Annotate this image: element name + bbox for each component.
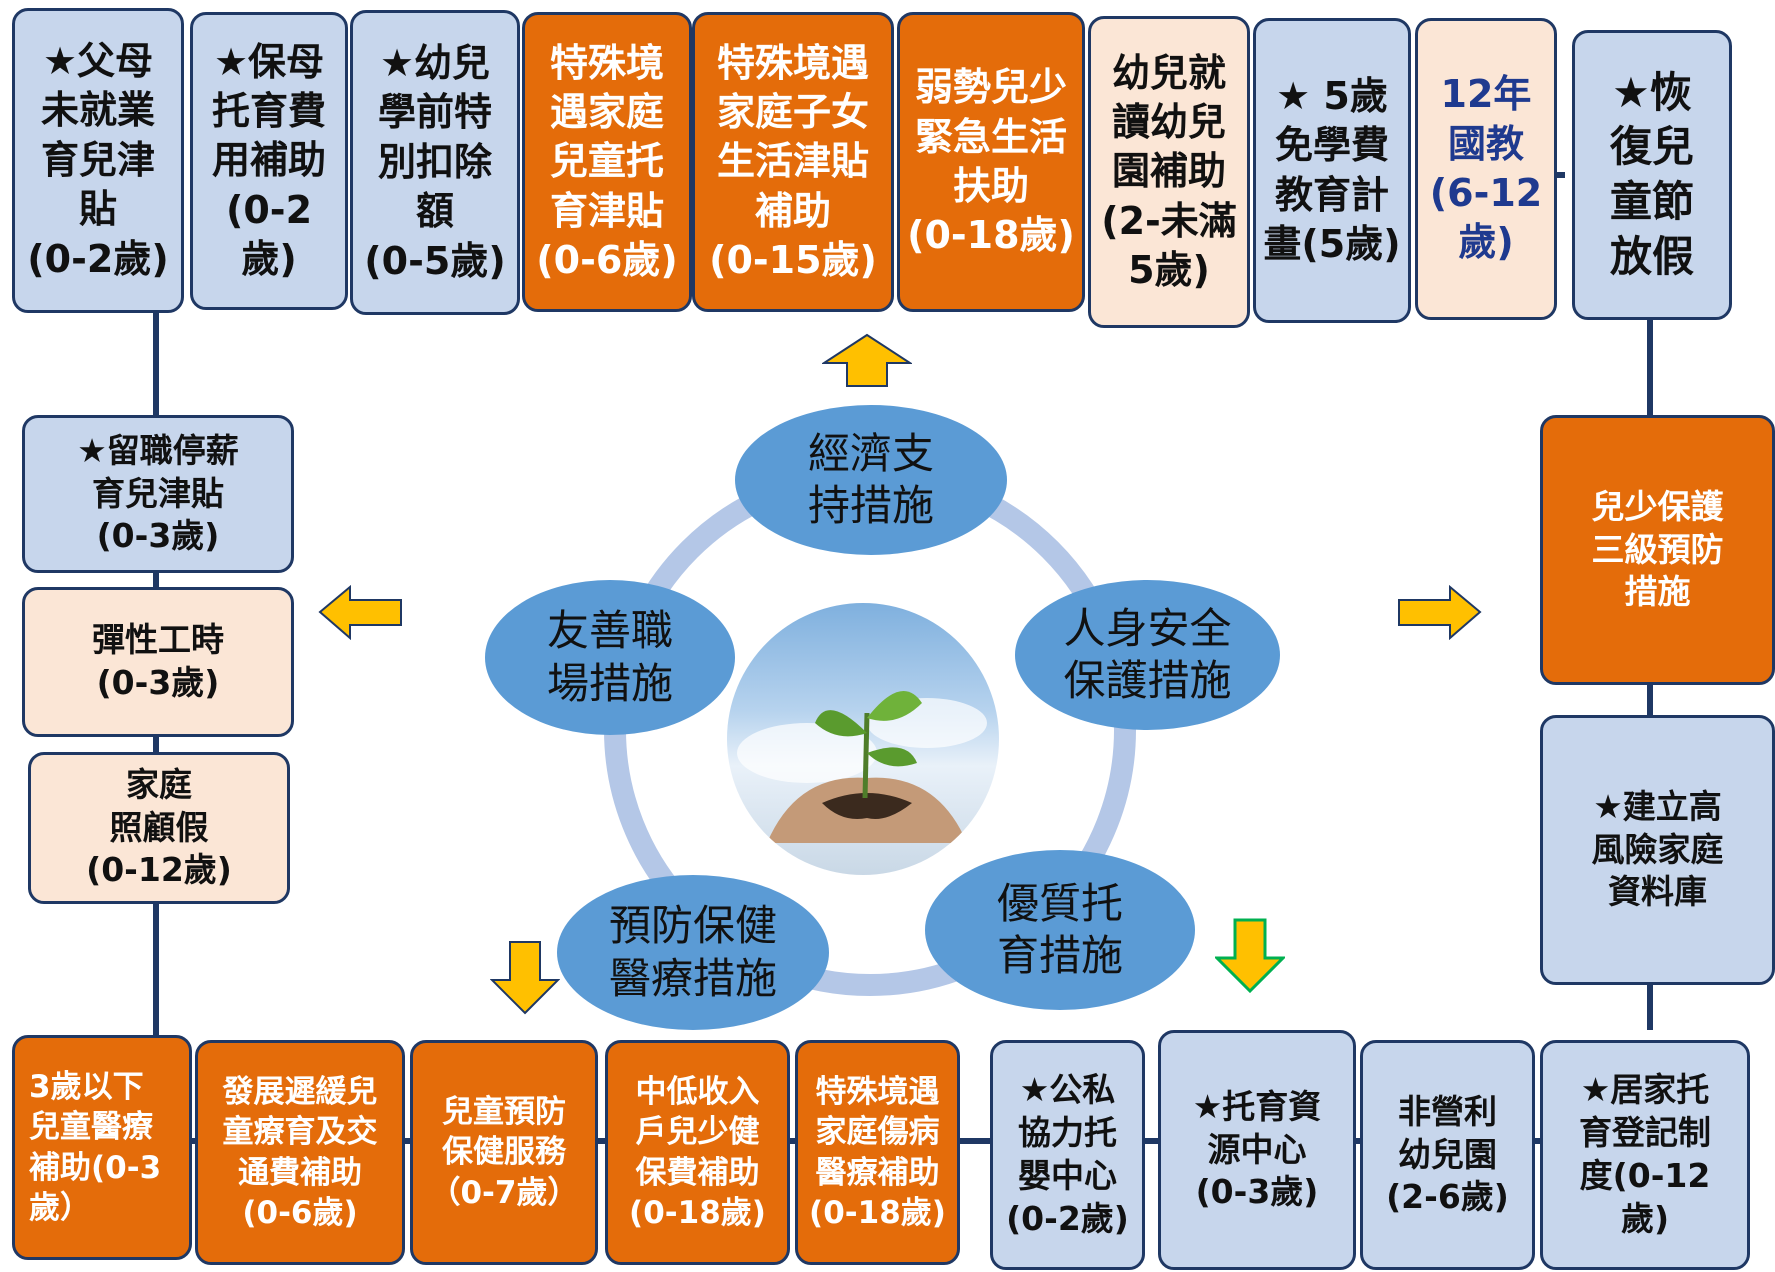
box-family-care-leave: 家庭 照顧假 (0-12歲) bbox=[28, 752, 290, 904]
connector-line-left-top bbox=[153, 280, 159, 370]
box-restore-childrens-day: ★恢 復兒 童節 放假 bbox=[1572, 30, 1732, 320]
box-low-income-health-insurance-subsidy: 中低收入 戶兒少健 保費補助 (0-18歲) bbox=[605, 1040, 790, 1265]
seedling-in-hands-icon bbox=[737, 691, 987, 843]
arrow-down-icon bbox=[490, 941, 560, 1015]
arrow-down-green-icon bbox=[1215, 918, 1285, 993]
box-kindergarten-subsidy: 幼兒就 讀幼兒 園補助 (2-未滿 5歲) bbox=[1088, 16, 1250, 328]
seedling-photo bbox=[727, 603, 999, 875]
connector-line-right-bottom bbox=[1647, 970, 1653, 1030]
connector-line-right-mid bbox=[1647, 680, 1653, 740]
arrow-left-icon bbox=[318, 585, 402, 640]
box-under-3-medical-subsidy: 3歲以下 兒童醫療 補助(0-3 歲） bbox=[12, 1035, 192, 1260]
arrow-right-icon bbox=[1398, 585, 1482, 640]
box-parent-unemployed-childcare-allowance: ★父母 未就業 育兒津 貼 (0-2歲) bbox=[12, 8, 184, 313]
box-special-family-medical-subsidy: 特殊境遇 家庭傷病 醫療補助 (0-18歲) bbox=[795, 1040, 960, 1265]
box-home-childcare-registration: ★居家托 育登記制 度(0-12 歲) bbox=[1540, 1040, 1750, 1270]
box-disadvantaged-youth-emergency-aid: 弱勢兒少 緊急生活 扶助 (0-18歲) bbox=[897, 12, 1085, 312]
box-public-private-infant-center: ★公私 協力托 嬰中心 (0-2歲) bbox=[990, 1040, 1145, 1270]
box-parental-leave-allowance: ★留職停薪 育兒津貼 (0-3歲) bbox=[22, 415, 294, 573]
ellipse-quality-childcare: 優質托 育措施 bbox=[925, 850, 1195, 1010]
box-childcare-resource-center: ★托育資 源中心 (0-3歲) bbox=[1158, 1030, 1356, 1270]
box-preschool-tax-deduction: ★幼兒 學前特 別扣除 額 (0-5歲) bbox=[350, 10, 520, 315]
box-flexible-working-hours: 彈性工時 (0-3歲) bbox=[22, 587, 294, 737]
ellipse-preventive-health: 預防保健 醫療措施 bbox=[557, 875, 829, 1030]
box-special-family-children-living-allowance: 特殊境遇 家庭子女 生活津貼 補助 (0-15歲) bbox=[692, 12, 894, 312]
box-high-risk-family-database: ★建立高 風險家庭 資料庫 bbox=[1540, 715, 1775, 985]
ellipse-personal-safety: 人身安全 保護措施 bbox=[1015, 580, 1280, 730]
arrow-up-icon bbox=[822, 333, 912, 387]
box-child-preventive-health-service: 兒童預防 保健服務 （0-7歲） bbox=[410, 1040, 598, 1265]
ellipse-economic-support: 經濟支 持措施 bbox=[735, 405, 1007, 555]
box-5-year-free-tuition: ★ 5歲 免學費 教育計 畫(5歲) bbox=[1253, 18, 1411, 323]
box-special-family-child-care-allowance: 特殊境 遇家庭 兒童托 育津貼 (0-6歲) bbox=[522, 12, 692, 312]
box-nanny-childcare-subsidy: ★保母 托育費 用補助 (0-2歲) bbox=[190, 12, 348, 310]
ellipse-friendly-workplace: 友善職 場措施 bbox=[485, 580, 735, 735]
connector-line-right-top bbox=[1647, 280, 1653, 420]
box-nonprofit-kindergarten: 非營利 幼兒園 (2-6歲) bbox=[1360, 1040, 1535, 1270]
box-child-protection-three-level-prevention: 兒少保護 三級預防 措施 bbox=[1540, 415, 1775, 685]
box-developmental-delay-therapy-subsidy: 發展遲緩兒 童療育及交 通費補助 (0-6歲) bbox=[195, 1040, 405, 1265]
box-12-year-education: 12年 國教 (6-12 歲) bbox=[1415, 18, 1557, 320]
